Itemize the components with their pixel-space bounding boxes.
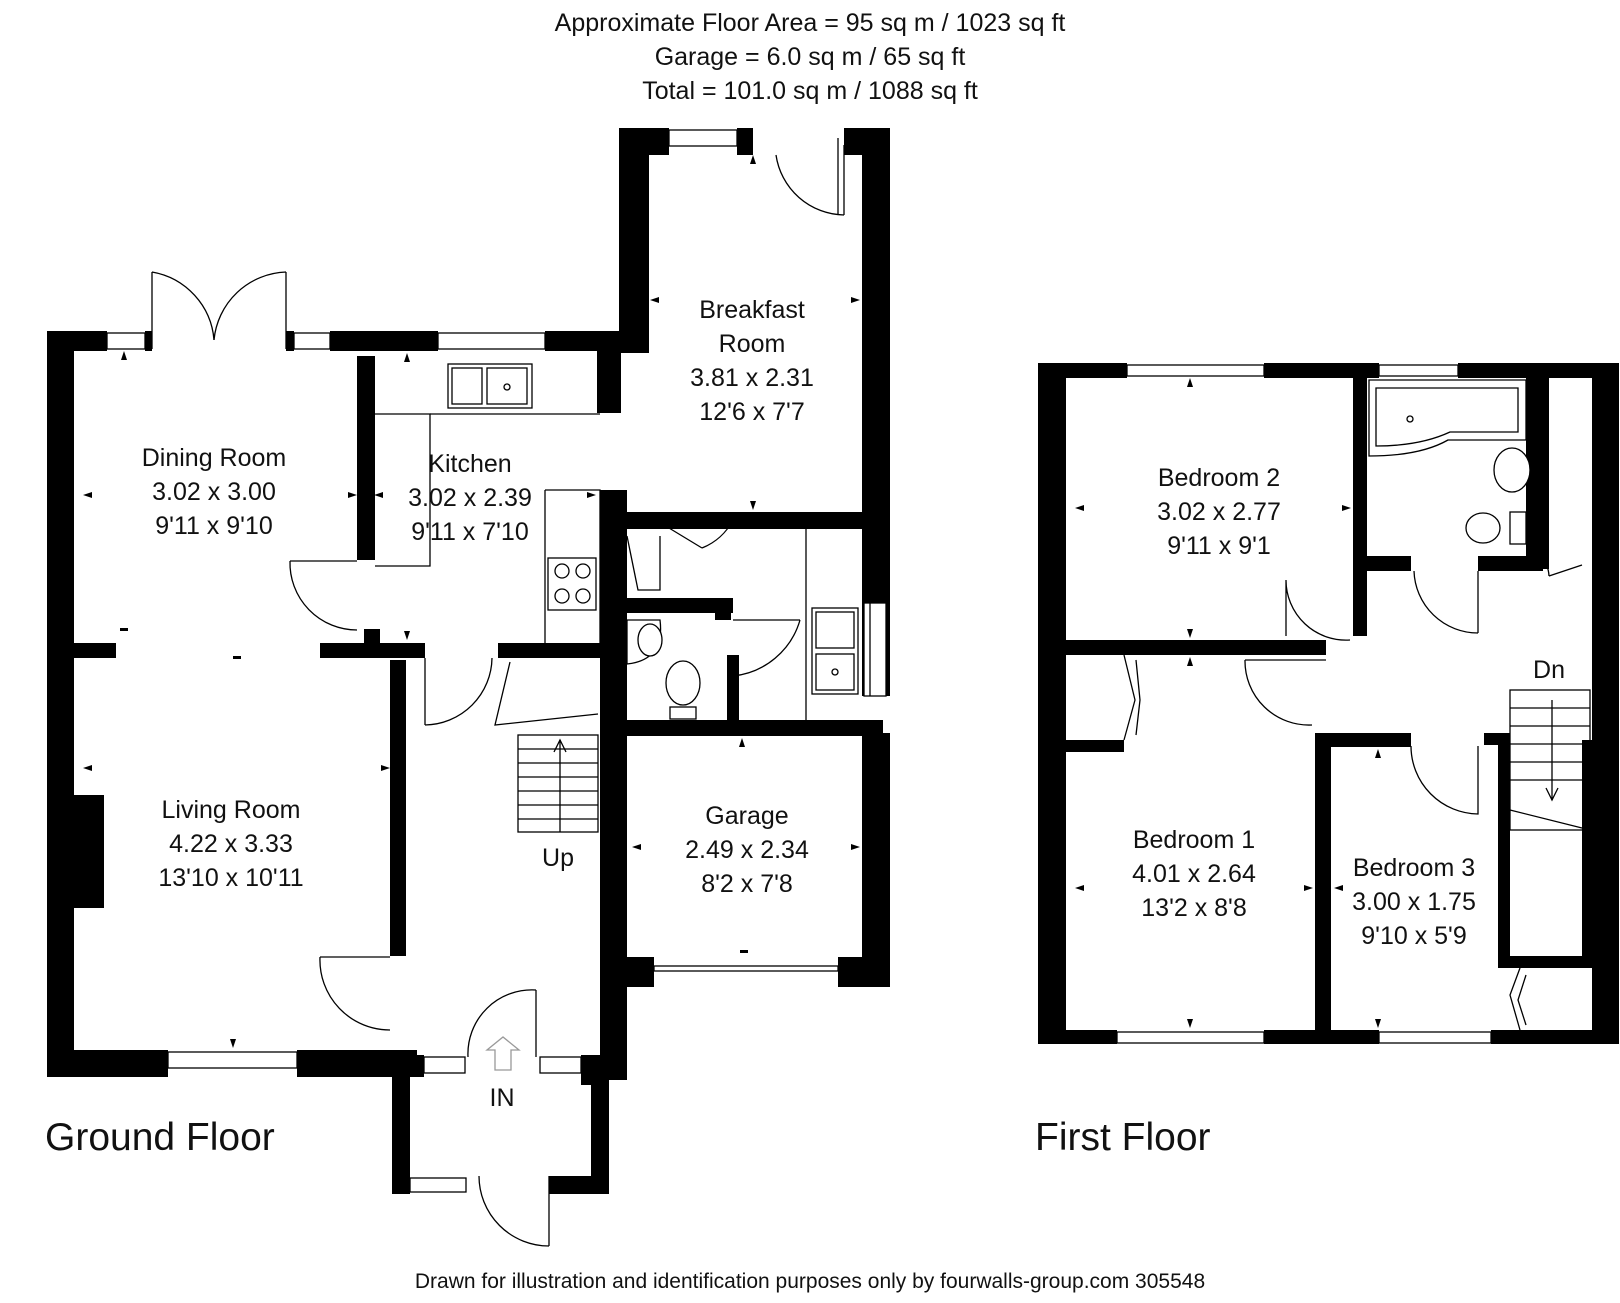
- stairs-up-label: Up: [542, 844, 574, 872]
- kitchen-imperial: 9'11 x 7'10: [411, 518, 529, 546]
- garage-area-line: Garage = 6.0 sq m / 65 sq ft: [654, 43, 966, 71]
- garage-metric: 2.49 x 2.34: [685, 836, 809, 864]
- bedroom-1-metric: 4.01 x 2.64: [1132, 860, 1256, 888]
- entrance-label: IN: [490, 1084, 515, 1112]
- dining-room-imperial: 9'11 x 9'10: [155, 512, 273, 540]
- first-floor-plan: Bedroom 2 3.02 x 2.77 9'11 x 9'1 Bedroom…: [1038, 363, 1619, 1044]
- breakfast-room-name-1: Breakfast: [699, 296, 805, 324]
- garage-imperial: 8'2 x 7'8: [701, 870, 793, 898]
- bedroom-3-name: Bedroom 3: [1353, 854, 1475, 882]
- dining-room-metric: 3.02 x 3.00: [152, 478, 276, 506]
- bedroom-1-name: Bedroom 1: [1133, 826, 1255, 854]
- breakfast-room-metric: 3.81 x 2.31: [690, 364, 814, 392]
- first-floor-title: First Floor: [1035, 1116, 1211, 1159]
- stairs-down-label: Dn: [1533, 656, 1565, 684]
- living-room-imperial: 13'10 x 10'11: [158, 864, 303, 892]
- kitchen-metric: 3.02 x 2.39: [408, 484, 532, 512]
- total-area-line: Total = 101.0 sq m / 1088 sq ft: [642, 77, 978, 105]
- dining-room-name: Dining Room: [142, 444, 287, 472]
- garage-name: Garage: [705, 802, 788, 830]
- living-room-metric: 4.22 x 3.33: [169, 830, 293, 858]
- ground-floor-plan: Breakfast Room 3.81 x 2.31 12'6 x 7'7 Di…: [47, 128, 890, 1247]
- breakfast-room-imperial: 12'6 x 7'7: [699, 398, 804, 426]
- breakfast-room-name-2: Room: [719, 330, 786, 358]
- bedroom-2-metric: 3.02 x 2.77: [1157, 498, 1281, 526]
- floor-area-line: Approximate Floor Area = 95 sq m / 1023 …: [554, 9, 1066, 37]
- kitchen-name: Kitchen: [428, 450, 511, 478]
- bedroom-3-imperial: 9'10 x 5'9: [1361, 922, 1466, 950]
- bedroom-3-metric: 3.00 x 1.75: [1352, 888, 1476, 916]
- ground-floor-title: Ground Floor: [45, 1116, 275, 1159]
- disclaimer-footer: Drawn for illustration and identificatio…: [414, 1270, 1206, 1293]
- bedroom-2-name: Bedroom 2: [1158, 464, 1280, 492]
- living-room-name: Living Room: [162, 796, 301, 824]
- bedroom-1-imperial: 13'2 x 8'8: [1141, 894, 1246, 922]
- bedroom-2-imperial: 9'11 x 9'1: [1167, 532, 1271, 560]
